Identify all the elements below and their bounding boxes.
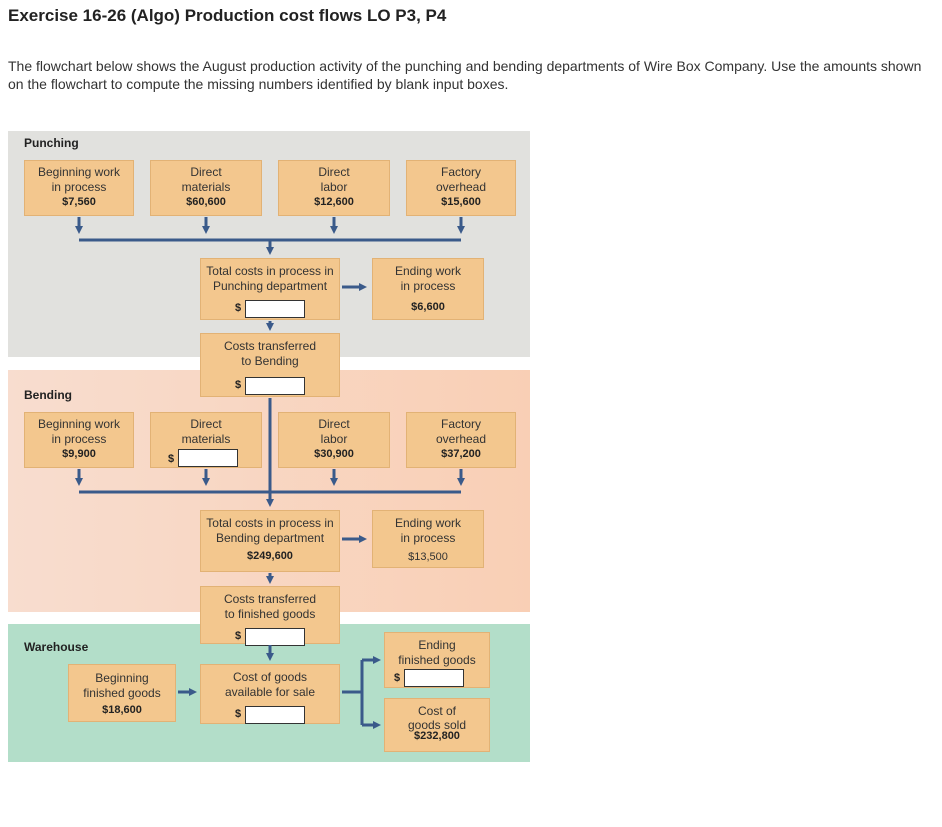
bfg-line2: finished goods bbox=[83, 686, 161, 700]
cogs-line2: goods sold bbox=[407, 718, 467, 732]
punching-beginning-wip-box: Beginning work in process $7,560 bbox=[24, 160, 134, 216]
bending-factory-overhead-box: Factory overhead $37,200 bbox=[406, 412, 516, 468]
transfer-fg-line1: Costs transferred bbox=[223, 592, 317, 606]
beginning-finished-goods-box: Beginning finished goods $18,600 bbox=[68, 664, 176, 722]
bending-ewip-line2: in process bbox=[400, 531, 456, 545]
bending-direct-materials-input[interactable] bbox=[178, 449, 238, 467]
punching-ewip-value: $6,600 bbox=[411, 301, 445, 313]
cost-of-goods-available-box: Cost of goods available for sale bbox=[200, 664, 340, 724]
exercise-instructions: The flowchart below shows the August pro… bbox=[8, 58, 922, 92]
bending-direct-labor-box: Direct labor $30,900 bbox=[278, 412, 390, 468]
bending-foh-line2: overhead bbox=[435, 432, 487, 446]
bending-dl-value: $30,900 bbox=[314, 448, 354, 460]
transfer-bending-line2: to Bending bbox=[241, 354, 299, 368]
punching-bwip-line1: Beginning work bbox=[37, 165, 121, 179]
punching-direct-labor-box: Direct labor $12,600 bbox=[278, 160, 390, 216]
bending-total-line2: Bending department bbox=[215, 531, 325, 545]
efg-line2: finished goods bbox=[398, 653, 476, 667]
transfer-fg-dollar: $ bbox=[235, 630, 242, 642]
punching-total-costs-box: Total costs in process in Punching depar… bbox=[200, 258, 340, 320]
bending-total-value: $249,600 bbox=[247, 550, 293, 562]
punching-foh-line1: Factory bbox=[440, 165, 481, 179]
bending-bwip-value: $9,900 bbox=[62, 448, 96, 460]
bending-dl-line1: Direct bbox=[318, 417, 350, 431]
punching-ewip-line2: in process bbox=[400, 279, 456, 293]
bending-panel bbox=[8, 370, 530, 612]
costs-transferred-to-fg-input[interactable] bbox=[245, 628, 305, 646]
bending-bwip-line1: Beginning work bbox=[37, 417, 121, 431]
transfer-bending-dollar: $ bbox=[235, 379, 242, 391]
punching-total-costs-input[interactable] bbox=[245, 300, 305, 318]
punching-total-line2: Punching department bbox=[212, 279, 328, 293]
cogs-value: $232,800 bbox=[414, 730, 460, 742]
punching-bwip-line2: in process bbox=[51, 180, 107, 194]
punching-dm-line2: materials bbox=[181, 180, 231, 194]
punching-dl-value: $12,600 bbox=[314, 196, 354, 208]
punching-foh-line2: overhead bbox=[435, 180, 487, 194]
exercise-title: Exercise 16-26 (Algo) Production cost fl… bbox=[8, 6, 447, 25]
bending-dm-line1: Direct bbox=[190, 417, 222, 431]
transfer-bending-line1: Costs transferred bbox=[223, 339, 317, 353]
bending-label: Bending bbox=[24, 388, 72, 402]
punching-ewip-line1: Ending work bbox=[394, 264, 462, 278]
punching-dm-value: $60,600 bbox=[186, 196, 226, 208]
transfer-fg-line2: to finished goods bbox=[224, 607, 316, 621]
bending-dm-line2: materials bbox=[181, 432, 231, 446]
punching-label: Punching bbox=[24, 136, 79, 150]
punching-total-line1: Total costs in process in bbox=[206, 264, 334, 278]
cogas-dollar: $ bbox=[235, 708, 242, 720]
punching-bwip-value: $7,560 bbox=[62, 196, 96, 208]
bending-ewip-line1: Ending work bbox=[394, 516, 462, 530]
punching-factory-overhead-box: Factory overhead $15,600 bbox=[406, 160, 516, 216]
cogas-line2: available for sale bbox=[224, 685, 316, 699]
cogas-line1: Cost of goods bbox=[232, 670, 308, 684]
warehouse-label: Warehouse bbox=[24, 640, 89, 654]
punching-dm-line1: Direct bbox=[190, 165, 222, 179]
cost-of-goods-sold-box: Cost of goods sold $232,800 bbox=[384, 698, 490, 752]
bending-foh-value: $37,200 bbox=[441, 448, 481, 460]
punching-foh-value: $15,600 bbox=[441, 196, 481, 208]
punching-direct-materials-box: Direct materials $60,600 bbox=[150, 160, 262, 216]
bending-total-line1: Total costs in process in bbox=[206, 516, 334, 530]
bending-beginning-wip-box: Beginning work in process $9,900 bbox=[24, 412, 134, 468]
bfg-line1: Beginning bbox=[95, 671, 149, 685]
punching-dl-line2: labor bbox=[320, 180, 348, 194]
cost-of-goods-available-input[interactable] bbox=[245, 706, 305, 724]
bending-ewip-value: $13,500 bbox=[408, 551, 448, 563]
cogs-line1: Cost of bbox=[417, 704, 456, 718]
bending-bwip-line2: in process bbox=[51, 432, 107, 446]
bending-ending-wip-box: Ending work in process $13,500 bbox=[372, 510, 484, 568]
bending-foh-line1: Factory bbox=[440, 417, 481, 431]
ending-finished-goods-input[interactable] bbox=[404, 669, 464, 687]
punching-total-dollar: $ bbox=[235, 302, 242, 314]
bfg-value: $18,600 bbox=[102, 704, 142, 716]
bending-dm-dollar: $ bbox=[168, 453, 175, 465]
bending-total-costs-box: Total costs in process in Bending depart… bbox=[200, 510, 340, 572]
punching-ending-wip-box: Ending work in process $6,600 bbox=[372, 258, 484, 320]
efg-line1: Ending bbox=[418, 638, 456, 652]
efg-dollar: $ bbox=[394, 672, 401, 684]
punching-dl-line1: Direct bbox=[318, 165, 350, 179]
bending-dl-line2: labor bbox=[320, 432, 348, 446]
costs-transferred-to-bending-input[interactable] bbox=[245, 377, 305, 395]
